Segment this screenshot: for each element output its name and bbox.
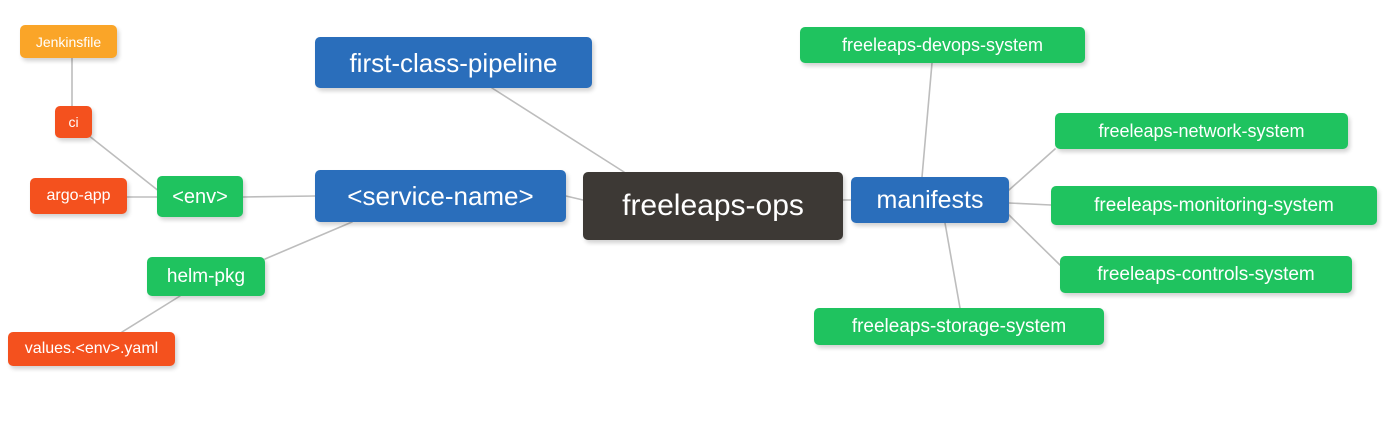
node-label: freeleaps-storage-system <box>851 316 1067 337</box>
mindmap-node-devops-system[interactable]: freeleaps-devops-system <box>800 27 1085 63</box>
node-label: first-class-pipeline <box>349 47 558 78</box>
node-label: freeleaps-devops-system <box>841 35 1044 55</box>
node-label: freeleaps-ops <box>622 189 804 222</box>
node-label: freeleaps-monitoring-system <box>1094 195 1334 216</box>
mindmap-node-env[interactable]: <env> <box>157 176 243 217</box>
mindmap-node-manifests[interactable]: manifests <box>851 177 1009 223</box>
node-label: manifests <box>876 185 984 214</box>
edge-manifests-to-network-system <box>1008 148 1056 191</box>
node-label: Jenkinsfile <box>35 33 102 50</box>
node-label: freeleaps-controls-system <box>1097 264 1315 285</box>
mindmap-node-first-class-pipeline[interactable]: first-class-pipeline <box>315 37 592 88</box>
node-label: ci <box>68 114 79 130</box>
mindmap-node-network-system[interactable]: freeleaps-network-system <box>1055 113 1348 149</box>
edge-manifests-to-devops-system <box>921 62 933 178</box>
node-label: <service-name> <box>347 181 534 211</box>
edge-env-to-service-name <box>242 195 316 198</box>
edge-manifests-to-monitoring-system <box>1008 202 1052 206</box>
node-label: values.<env>.yaml <box>24 340 159 357</box>
node-label: <env> <box>172 185 228 208</box>
edge-manifests-to-storage-system <box>944 222 961 309</box>
node-label: argo-app <box>46 187 111 204</box>
mindmap-node-helm-pkg[interactable]: helm-pkg <box>147 257 265 296</box>
node-label: freeleaps-network-system <box>1098 121 1305 141</box>
edge-helm-pkg-to-service-name <box>264 221 353 260</box>
mindmap-node-values-yaml[interactable]: values.<env>.yaml <box>8 332 175 366</box>
mindmap-node-monitoring-system[interactable]: freeleaps-monitoring-system <box>1051 186 1377 225</box>
node-label: helm-pkg <box>166 266 246 287</box>
edge-first-class-pipeline-to-freeleaps-ops <box>491 87 625 173</box>
mindmap-node-storage-system[interactable]: freeleaps-storage-system <box>814 308 1104 345</box>
mindmap-node-service-name[interactable]: <service-name> <box>315 170 566 222</box>
mindmap-node-controls-system[interactable]: freeleaps-controls-system <box>1060 256 1352 293</box>
edge-service-name-to-freeleaps-ops <box>565 195 584 201</box>
mindmap-node-argo-app[interactable]: argo-app <box>30 178 127 214</box>
mindmap-node-freeleaps-ops[interactable]: freeleaps-ops <box>583 172 843 240</box>
edge-values-yaml-to-helm-pkg <box>121 295 181 333</box>
mindmap-node-ci[interactable]: ci <box>55 106 92 138</box>
mindmap-node-jenkinsfile[interactable]: Jenkinsfile <box>20 25 117 58</box>
